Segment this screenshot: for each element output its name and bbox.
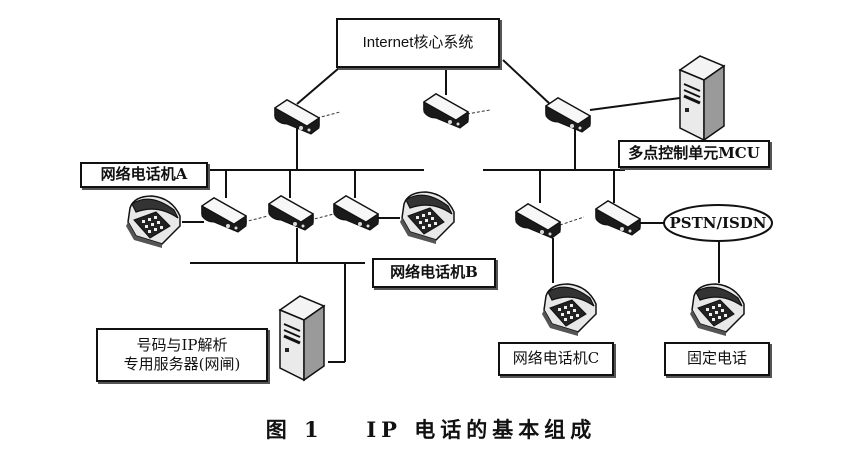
router-icon bbox=[268, 195, 314, 231]
mcu-label: 多点控制单元MCU bbox=[628, 144, 760, 163]
telephone-icon bbox=[689, 283, 745, 337]
internet-core-label: Internet核心系统 bbox=[362, 34, 474, 52]
router-icon bbox=[515, 203, 561, 239]
router-icon bbox=[545, 97, 591, 133]
phone-c-label: 网络电话机C bbox=[512, 349, 600, 368]
mcu-label-box: 多点控制单元MCU bbox=[618, 140, 770, 168]
router-icon bbox=[201, 197, 247, 233]
figure-title: IP 电话的基本组成 bbox=[366, 417, 597, 442]
link-core-router3 bbox=[502, 59, 552, 106]
gatekeeper-label-line1: 号码与IP解析 bbox=[136, 335, 228, 354]
figure-number: 图 1 bbox=[265, 417, 324, 442]
internet-core-box: Internet核心系统 bbox=[336, 18, 500, 68]
telephone-icon bbox=[541, 283, 597, 337]
pstn-ellipse bbox=[663, 204, 773, 242]
phone-a-label: 网络电话机A bbox=[100, 165, 188, 184]
pstn-label-box: PSTN/ISDN bbox=[664, 205, 772, 241]
server-tower-icon bbox=[278, 294, 326, 382]
phone-b-label-box: 网络电话机B bbox=[372, 258, 496, 288]
gatekeeper-label-box: 号码与IP解析 专用服务器(网闸) bbox=[96, 328, 268, 382]
phone-a-label-box: 网络电话机A bbox=[80, 162, 208, 188]
link-core-router1 bbox=[296, 67, 340, 105]
telephone-icon bbox=[399, 191, 455, 245]
router-icon bbox=[595, 200, 641, 236]
telephone-icon bbox=[125, 195, 181, 249]
fixed-phone-label: 固定电话 bbox=[686, 349, 747, 368]
pstn-label: PSTN/ISDN bbox=[669, 214, 767, 232]
gatekeeper-label-line2: 专用服务器(网闸) bbox=[123, 355, 241, 373]
phone-c-label-box: 网络电话机C bbox=[498, 342, 614, 376]
figure-caption: 图 1 IP 电话的基本组成 bbox=[0, 414, 862, 444]
phone-b-label: 网络电话机B bbox=[390, 263, 478, 282]
fixed-phone-label-box: 固定电话 bbox=[664, 342, 770, 376]
router-icon bbox=[423, 93, 469, 129]
router-icon bbox=[333, 195, 379, 231]
server-tower-icon bbox=[678, 54, 726, 142]
